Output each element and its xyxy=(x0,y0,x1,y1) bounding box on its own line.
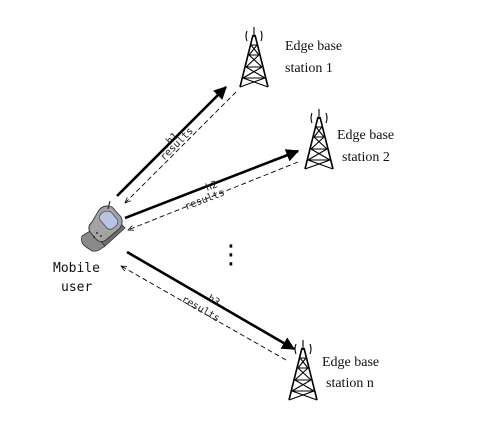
results-arrow-1 xyxy=(125,91,237,203)
channel-label-h3: h3 xyxy=(206,293,222,309)
mobile-user-label-line1: Mobile xyxy=(53,261,100,276)
results-label-1: results xyxy=(158,126,196,164)
mobile-phone-icon xyxy=(81,200,126,252)
station-2-label-line1: Edge base xyxy=(337,128,394,143)
station-n-label-line2: station n xyxy=(326,376,374,391)
uplink-arrow-2 xyxy=(124,149,300,220)
results-label-2: results xyxy=(183,187,226,212)
base-station-tower-icon xyxy=(239,26,269,88)
more-stations-ellipsis: ⋮ xyxy=(218,240,244,270)
station-2-label-line2: station 2 xyxy=(342,150,390,165)
results-arrow-2 xyxy=(128,161,299,230)
station-n-label-line1: Edge base xyxy=(322,355,379,370)
mobile-user-label-line2: user xyxy=(61,280,92,295)
station-1-label-line2: station 1 xyxy=(285,61,333,76)
base-station-tower-icon xyxy=(304,108,334,170)
channel-label-h2: h2 xyxy=(204,179,219,194)
station-1-label-line1: Edge base xyxy=(285,39,342,54)
uplink-arrow-1 xyxy=(116,86,227,197)
uplink-arrow-3 xyxy=(126,250,296,351)
